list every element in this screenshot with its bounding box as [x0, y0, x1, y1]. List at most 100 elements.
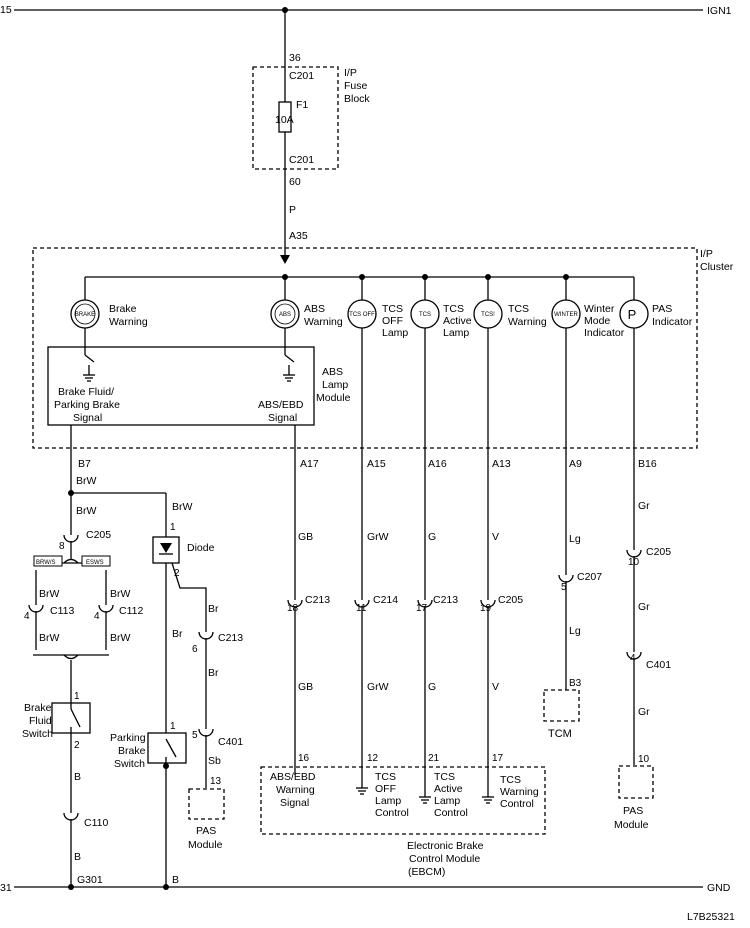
- tcs-off-connector-name: C214: [373, 594, 398, 606]
- tcs-off-ebcm-pin: 12: [367, 753, 379, 764]
- winter-pin: A9: [569, 458, 582, 470]
- fuse-block-label-2: Fuse: [344, 80, 368, 92]
- parking-switch-label-3: Switch: [114, 758, 145, 770]
- abs-color-below: GB: [298, 681, 313, 693]
- tcs-active-pin: A16: [428, 458, 447, 470]
- pas-c401-pin: 4: [630, 653, 636, 664]
- tcm-module: [543, 689, 580, 722]
- fluid-switch-color: B: [74, 771, 81, 783]
- tcs-active-connector-pin: 17: [416, 603, 428, 614]
- lamp-tcs-warning-label-2: Warning: [508, 316, 547, 328]
- fluid-switch-color-below: B: [74, 851, 81, 863]
- pas-module-left: [188, 788, 225, 820]
- tcs-off-color: GrW: [367, 531, 389, 543]
- c213-branch-name: C213: [218, 632, 243, 644]
- c401-branch-pin: 5: [192, 730, 198, 741]
- brake-branch-color: BrW: [172, 501, 193, 513]
- svg-text:TCS OFF: TCS OFF: [349, 312, 375, 318]
- c205-brake-name: C205: [86, 529, 111, 541]
- fluid-switch-pin-bottom: 2: [74, 740, 80, 751]
- ebcm-abs-signal-1: ABS/EBD: [270, 771, 316, 783]
- ebcm-tcs-warning-1: TCS: [500, 774, 521, 786]
- ebcm-tcs-active-3: Lamp: [434, 795, 460, 807]
- winter-connector-pin: 5: [561, 582, 567, 593]
- c110-name: C110: [84, 817, 108, 829]
- parking-switch-color: B: [172, 874, 179, 886]
- pas-module-right-label-2: Module: [614, 819, 649, 831]
- lamp-tcs-off-label-3: Lamp: [382, 327, 408, 339]
- lamp-tcs-warning-label-1: TCS: [508, 303, 529, 315]
- pas-circuit: B16 Gr 10 C205 Gr 4 C401 Gr 10 PAS Modul…: [614, 448, 671, 831]
- ebcm-circuits: A17 GB 18 C213 GB 16 A15 GrW 11 C214 GrW…: [260, 448, 546, 878]
- pas-module-left-pin: 13: [210, 776, 222, 787]
- rail-top-name: IGN1: [707, 5, 732, 17]
- cluster-label-2: Cluster: [700, 261, 734, 273]
- brake-lamp-ground-icon: [83, 328, 95, 382]
- rail-top-num: 15: [0, 4, 12, 16]
- feed-wire-color: P: [289, 204, 296, 216]
- c113-pin: 4: [24, 611, 30, 622]
- tcs-warning-color: V: [492, 531, 499, 543]
- lamp-tcs-active-label-3: Lamp: [443, 327, 469, 339]
- brake-color-a: BrW: [76, 475, 97, 487]
- parking-switch-label-2: Brake: [118, 745, 146, 757]
- abs-signal-label-2: Signal: [268, 412, 297, 424]
- fuse-conn-in: C201: [289, 70, 314, 82]
- tcs-warning-connector-pin: 19: [480, 603, 492, 614]
- option-split-icon: [63, 558, 79, 564]
- pas-c205-connector-icon: [626, 549, 642, 558]
- c401-branch-color: Sb: [208, 755, 221, 767]
- abs-warning-lamp-icon: ABS: [270, 299, 300, 329]
- ground-g301: G301: [77, 874, 103, 886]
- parking-brake-switch: [147, 732, 187, 764]
- abs-ebcm-pin: 16: [298, 753, 310, 764]
- c113-connector-icon: [28, 604, 44, 613]
- tcs-off-color-below: GrW: [367, 681, 389, 693]
- pas-c205-name: C205: [646, 546, 671, 558]
- ign1-rail: 15 IGN1: [0, 4, 732, 17]
- ebcm-module: [260, 766, 546, 835]
- abs-color: GB: [298, 531, 313, 543]
- lamp-tcs-off-label-1: TCS: [382, 303, 403, 315]
- abs-lamp-ground-icon: [283, 328, 295, 382]
- svg-text:TCS: TCS: [419, 312, 431, 318]
- pas-indicator-lamp-icon: P: [619, 299, 649, 329]
- diode-label: Diode: [187, 542, 215, 554]
- lamp-tcs-active-label-2: Active: [443, 315, 472, 327]
- c113-color-top: BrW: [39, 588, 60, 600]
- c113-color-bottom: BrW: [39, 632, 60, 644]
- winter-connector-icon: [558, 574, 574, 583]
- fuse-block: 36 C201 F1 10A C201 60 I/P Fuse Block P …: [252, 10, 370, 262]
- ebcm-tcs-warning-3: Control: [500, 798, 534, 810]
- brake-signal-label-2: Parking Brake: [54, 399, 120, 411]
- diode-down-color: Br: [172, 628, 183, 640]
- pas-c401-name: C401: [646, 659, 671, 671]
- diagram-id: L7B25321: [687, 911, 735, 923]
- rail-bottom-name: GND: [707, 882, 731, 894]
- abs-pin: A17: [300, 458, 319, 470]
- c205-brake-pin: 8: [59, 541, 65, 552]
- lamp-abs-label-2: Warning: [304, 316, 343, 328]
- ebcm-tcs-off-4: Control: [375, 807, 409, 819]
- fuse-pin-in: 36: [289, 52, 301, 64]
- lamp-brake-label-1: Brake: [109, 303, 137, 315]
- pas-module-left-label-2: Module: [188, 839, 223, 851]
- winter-connector-name: C207: [577, 571, 602, 583]
- tcs-off-ground-icon: [356, 770, 368, 795]
- option-tag-2: [81, 555, 111, 567]
- svg-text:WINTER: WINTER: [554, 312, 578, 318]
- brake-warning-lamp-icon: BRAKE: [70, 299, 100, 329]
- fluid-switch-label-3: Switch: [22, 728, 53, 740]
- c112-name: C112: [119, 605, 143, 617]
- parking-switch-pin: 1: [170, 721, 176, 732]
- tcs-warning-lamp-icon: TCS!: [473, 299, 503, 329]
- tcs-warning-connector-name: C205: [498, 594, 523, 606]
- c112-pin: 4: [94, 611, 100, 622]
- ground-rail: 31 GND: [0, 882, 731, 894]
- ebcm-tcs-off-2: OFF: [375, 783, 396, 795]
- brake-color-b: BrW: [76, 505, 97, 517]
- ebcm-tcs-active-1: TCS: [434, 771, 455, 783]
- brake-signal-label-1: Brake Fluid/: [58, 386, 114, 398]
- tcs-warning-ground-icon: [482, 775, 494, 804]
